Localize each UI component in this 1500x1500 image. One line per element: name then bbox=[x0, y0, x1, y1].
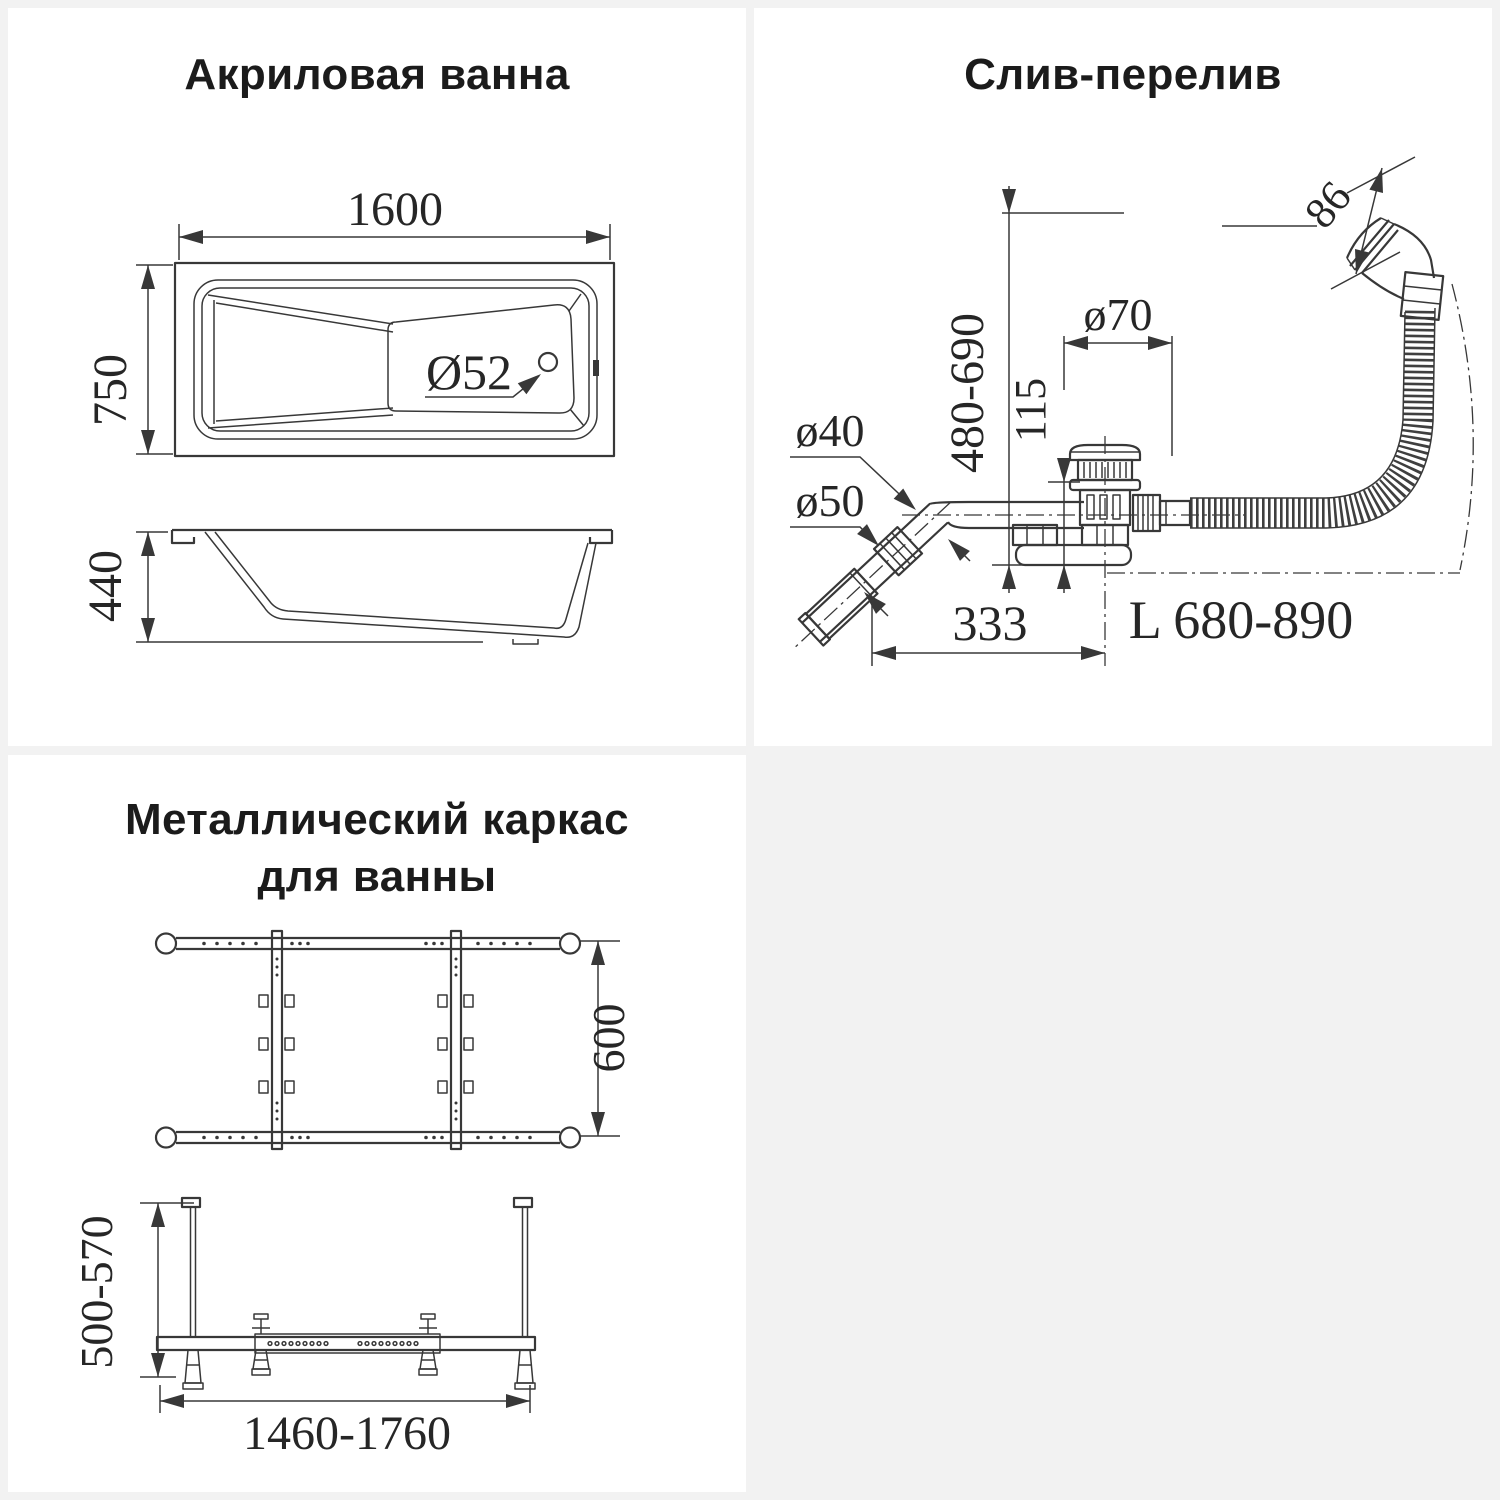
dim-frame-width-label: 600 bbox=[583, 1004, 634, 1073]
bathtub-drawing: 1600 750 Ø52 bbox=[79, 183, 616, 645]
dim-valve-height-label: 115 bbox=[1006, 378, 1055, 442]
dim-horizontal-offset: 333 bbox=[871, 595, 1105, 666]
frame-legs bbox=[182, 1349, 536, 1390]
dim-frame-height: 500-570 bbox=[71, 1202, 194, 1378]
dim-outlet-inner: ø40 bbox=[790, 405, 921, 516]
bathtub-side-view bbox=[170, 528, 614, 645]
dim-outlet-outer-label: ø50 bbox=[796, 475, 865, 526]
hose-connector bbox=[1399, 271, 1445, 321]
drain-title: Слив-перелив bbox=[964, 50, 1282, 99]
hose-union-nut bbox=[1131, 493, 1162, 533]
dim-frame-height-label: 500-570 bbox=[71, 1215, 122, 1368]
overflow-hose bbox=[1190, 307, 1436, 529]
dim-outlet-inner-label: ø40 bbox=[796, 405, 865, 456]
drain-valve bbox=[1068, 443, 1192, 547]
panel-acrylic-bathtub: Акриловая ванна 1600 bbox=[8, 8, 746, 746]
drain-diameter-leader: Ø52 bbox=[425, 344, 546, 400]
centerlines bbox=[902, 436, 1246, 666]
rail-holes-top bbox=[202, 941, 532, 946]
bathtub-title: Акриловая ванна bbox=[184, 50, 570, 99]
dim-outlet-outer: ø50 bbox=[790, 475, 884, 551]
dim-length: 1600 bbox=[178, 183, 611, 260]
frame-top-view bbox=[154, 929, 582, 1151]
dim-height-label: 440 bbox=[79, 550, 132, 622]
bathtub-top-view bbox=[173, 261, 616, 458]
dim-height: 440 bbox=[79, 531, 483, 643]
channel-holes bbox=[275, 957, 458, 1121]
cross-channel-right bbox=[449, 929, 463, 1151]
dim-frame-length-label: 1460-1760 bbox=[243, 1407, 451, 1460]
drain-hole bbox=[537, 351, 559, 373]
rail-perforations bbox=[267, 1340, 419, 1347]
dim-frame-length: 1460-1760 bbox=[159, 1385, 531, 1460]
dim-height-range-label: 480-690 bbox=[941, 313, 994, 473]
dim-horizontal-offset-label: 333 bbox=[953, 595, 1028, 651]
dim-length-label: 1600 bbox=[347, 183, 443, 236]
tube-diameter-ticks bbox=[859, 534, 971, 617]
channel-brackets bbox=[258, 994, 474, 1094]
dim-hose-length: L 680-890 bbox=[1107, 283, 1474, 650]
dim-frame-width: 600 bbox=[580, 940, 634, 1137]
panel-metal-frame: Металлический каркас для ванны bbox=[8, 755, 746, 1492]
dim-height-range: 480-690 bbox=[941, 186, 1124, 593]
frame-title-line2: для ванны bbox=[257, 852, 497, 901]
drain-drawing: 480-690 115 ø70 86 bbox=[790, 156, 1474, 666]
dim-cap-diameter-label: ø70 bbox=[1084, 289, 1153, 340]
rail-holes-bottom bbox=[202, 1135, 532, 1140]
dim-overflow-width-label: 86 bbox=[1295, 172, 1361, 237]
frame-title: Металлический каркас для ванны bbox=[8, 791, 746, 905]
adjuster-bolts bbox=[252, 1313, 437, 1334]
frame-drawing: 600 bbox=[71, 929, 634, 1460]
cross-channel-left bbox=[270, 929, 284, 1151]
panel-drain-overflow: Слив-перелив bbox=[754, 8, 1492, 746]
dim-width-label: 750 bbox=[84, 354, 137, 426]
dim-cap-diameter: ø70 bbox=[1063, 289, 1173, 456]
frame-title-line1: Металлический каркас bbox=[124, 795, 630, 844]
drain-diameter-label: Ø52 bbox=[426, 344, 512, 400]
dim-hose-length-label: L 680-890 bbox=[1129, 590, 1353, 650]
dim-valve-height: 115 bbox=[1006, 378, 1080, 593]
outlet-tube bbox=[795, 501, 952, 648]
dim-width: 750 bbox=[84, 264, 173, 455]
frame-side-view bbox=[155, 1196, 537, 1390]
